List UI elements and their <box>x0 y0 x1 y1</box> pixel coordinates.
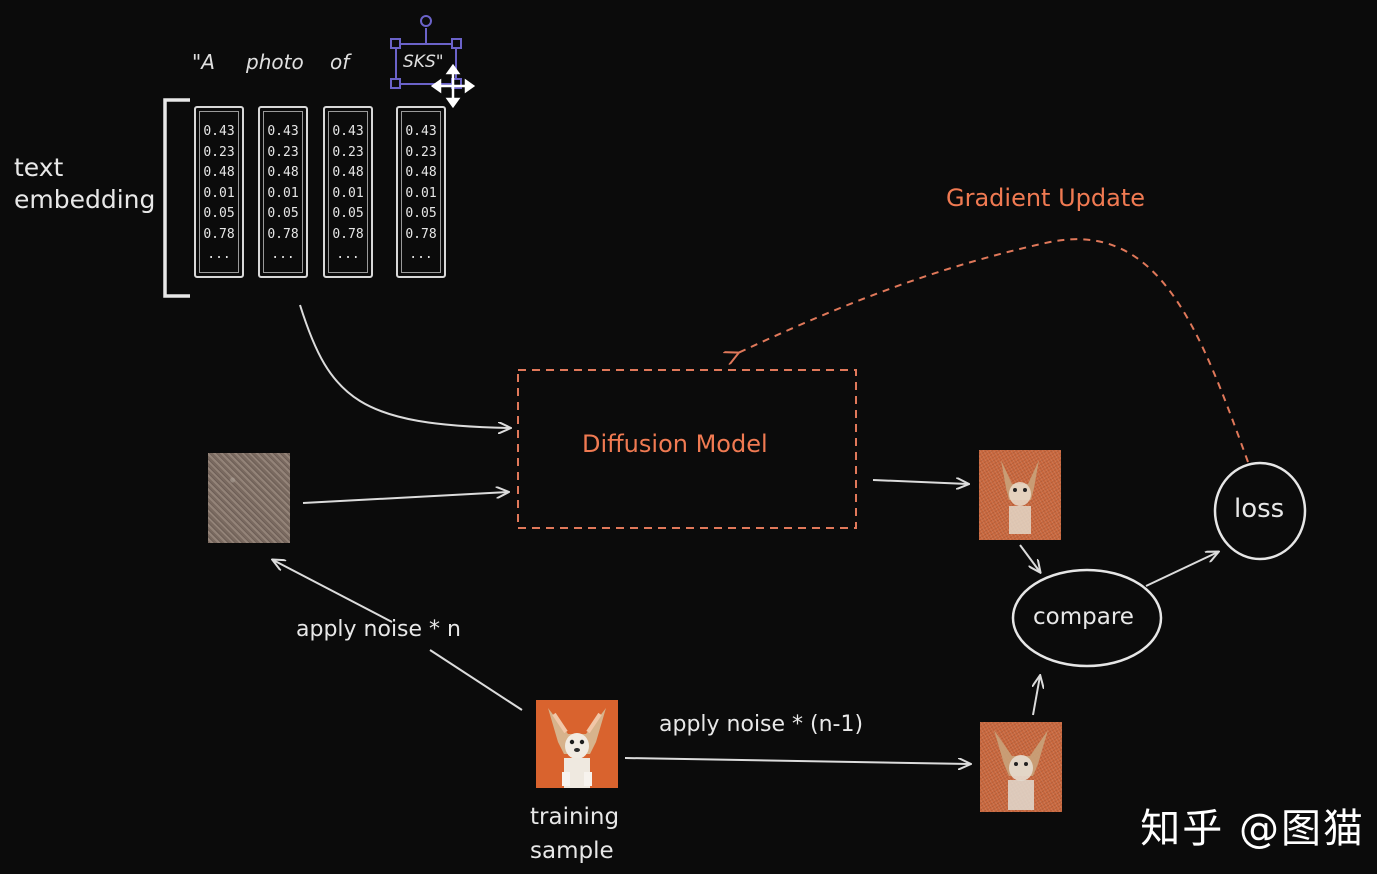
embedding-value: 0.78 <box>203 226 235 242</box>
dog-illustration-icon <box>1001 460 1039 534</box>
embedding-value: ... <box>207 247 231 262</box>
training-sample-line-2: sample <box>530 838 614 864</box>
apply-noise-n1-label: apply noise * (n-1) <box>659 712 864 737</box>
prompt-word-of: of <box>330 50 350 74</box>
move-cursor-icon <box>430 63 476 109</box>
text-embedding-line-1: text <box>14 153 64 182</box>
embedding-column-photo: 0.43 0.23 0.48 0.01 0.05 0.78 ... <box>258 106 308 278</box>
embedding-value: ... <box>271 247 295 262</box>
embedding-value: 0.05 <box>267 206 299 221</box>
prompt-word-sks[interactable]: SKS" <box>403 52 444 72</box>
text-embedding-label: text embedding <box>14 152 155 216</box>
embedding-value: 0.78 <box>267 226 299 242</box>
embedding-value: 0.43 <box>267 124 299 139</box>
embedding-value: 0.78 <box>332 226 364 242</box>
loss-circle <box>1213 461 1307 561</box>
embedding-value: 0.01 <box>203 185 235 201</box>
embedding-value: 0.48 <box>332 165 364 180</box>
embedding-value: ... <box>409 247 433 262</box>
embedding-value: 0.48 <box>405 165 437 180</box>
embedding-value: 0.01 <box>332 185 364 201</box>
embedding-value: 0.05 <box>405 206 437 221</box>
predicted-image <box>979 450 1061 540</box>
embedding-value: 0.23 <box>405 144 437 160</box>
training-sample-image <box>536 700 618 788</box>
arrow-sample-to-n1 <box>624 757 970 764</box>
arrow-sample-to-noisy <box>273 560 523 711</box>
embedding-value: 0.48 <box>203 165 235 180</box>
embedding-value: 0.78 <box>405 226 437 242</box>
embedding-bracket <box>163 98 190 298</box>
embedding-value: 0.23 <box>203 144 235 160</box>
watermark: 知乎 @图猫 <box>1140 806 1365 852</box>
embedding-column-sks: 0.43 0.23 0.48 0.01 0.05 0.78 ... <box>396 106 446 278</box>
arrow-compare-to-loss <box>1145 552 1218 587</box>
embedding-value: 0.05 <box>203 206 235 221</box>
embedding-value: 0.43 <box>405 124 437 139</box>
embedding-value: ... <box>336 247 360 262</box>
text-embedding-line-2: embedding <box>14 185 156 214</box>
diffusion-model-box <box>517 369 857 529</box>
apply-noise-n-label: apply noise * n <box>296 617 461 642</box>
embedding-column-a: 0.43 0.23 0.48 0.01 0.05 0.78 ... <box>194 106 244 278</box>
dog-illustration-icon <box>548 708 606 788</box>
gradient-update-arrow <box>738 238 1249 463</box>
embedding-value: 0.01 <box>267 185 299 201</box>
arrow-embedding-to-model <box>299 304 510 428</box>
noisy-image <box>208 453 290 543</box>
embedding-value: 0.05 <box>332 206 364 221</box>
prompt-word-photo: photo <box>246 50 304 74</box>
arrow-model-to-output <box>872 480 968 484</box>
embedding-value: 0.01 <box>405 185 437 201</box>
n-minus-1-image <box>980 722 1062 812</box>
embedding-column-of: 0.43 0.23 0.48 0.01 0.05 0.78 ... <box>323 106 373 278</box>
compare-ellipse <box>1011 568 1163 668</box>
prompt-word-a: "A <box>192 50 215 74</box>
arrow-n1-to-compare <box>1033 676 1040 716</box>
selection-box <box>390 15 462 89</box>
embedding-value: 0.43 <box>332 124 364 139</box>
dog-illustration-icon <box>994 730 1048 810</box>
arrow-noisy-to-model <box>302 492 508 504</box>
loss-label: loss <box>1234 494 1285 524</box>
embedding-value: 0.23 <box>267 144 299 160</box>
diffusion-model-label: Diffusion Model <box>582 430 768 458</box>
training-sample-label: training sample <box>530 800 619 868</box>
gradient-update-label: Gradient Update <box>946 184 1146 212</box>
embedding-value: 0.23 <box>332 144 364 160</box>
arrow-output-to-compare <box>1019 544 1040 572</box>
embedding-value: 0.43 <box>203 124 235 139</box>
compare-label: compare <box>1033 604 1134 630</box>
training-sample-line-1: training <box>530 804 620 830</box>
embedding-value: 0.48 <box>267 165 299 180</box>
